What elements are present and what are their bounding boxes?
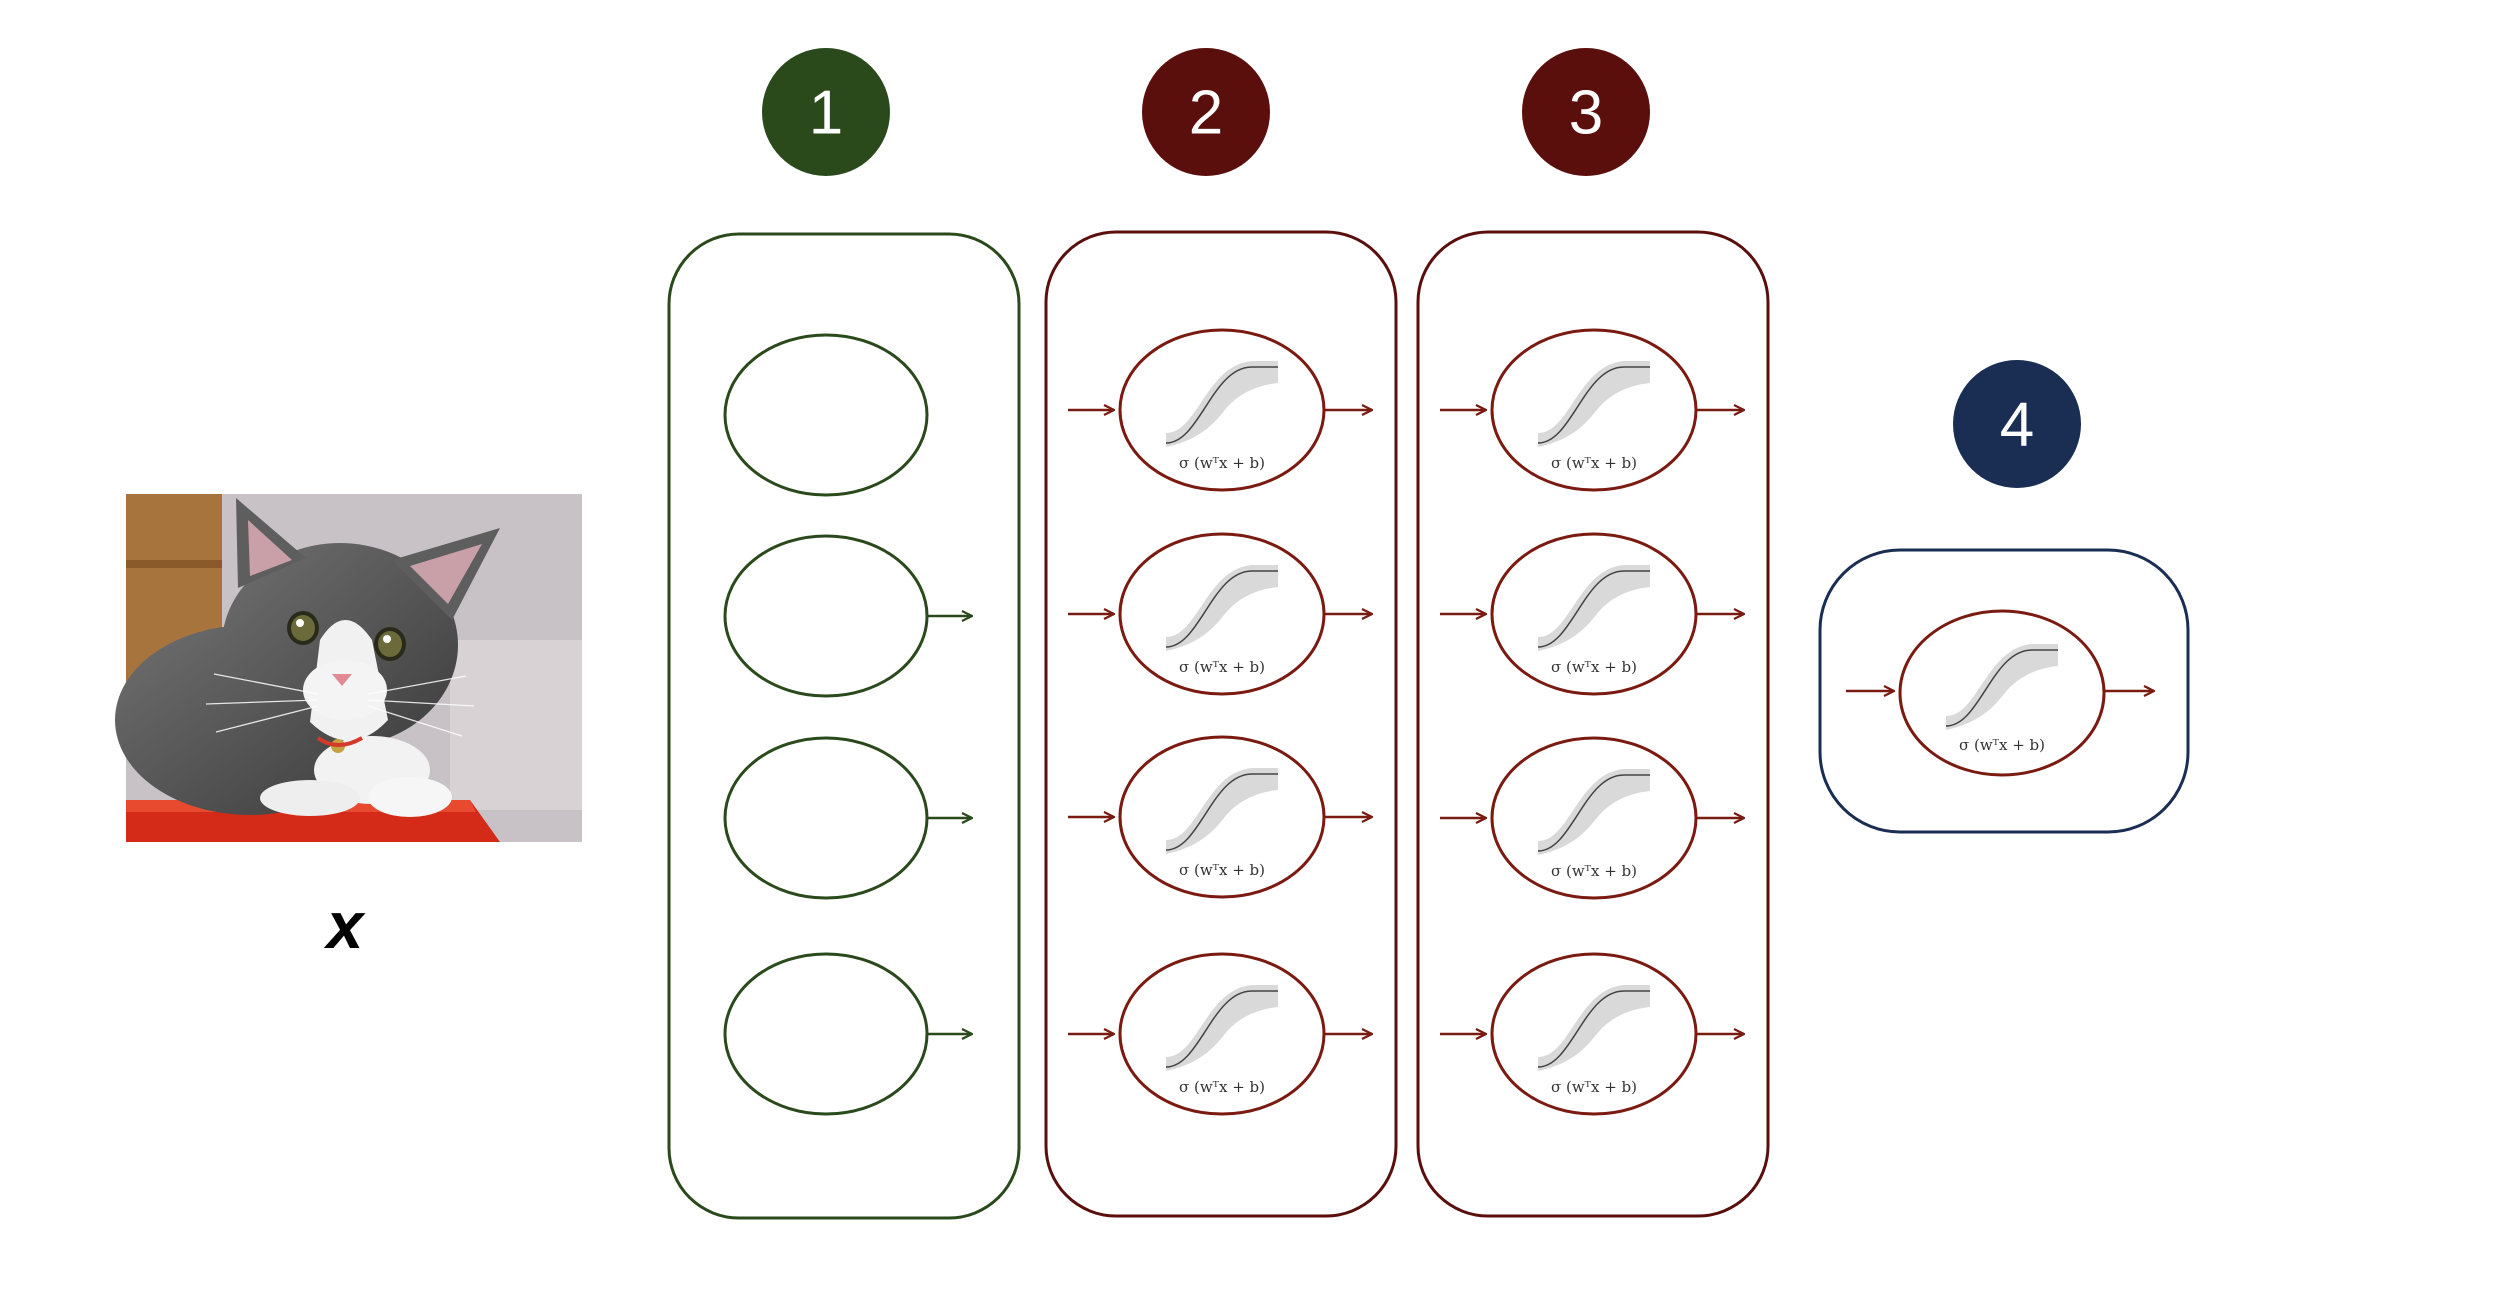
sigmoid-plot [1165,985,1278,1071]
layer-number-4: 4 [2000,391,2034,460]
sigmoid-plot [1537,985,1650,1071]
input-neuron [723,952,929,1116]
layer-2: 2 σ (wᵀx + b) σ (wᵀx + b) σ (wᵀx + b) [1044,48,1398,1218]
layer-number-3: 3 [1569,79,1603,148]
layer-badge-2 [1142,48,1270,176]
layer-badge-3 [1522,48,1650,176]
activation-formula: σ (wᵀx + b) [1551,658,1637,676]
layer-4: 4 σ (wᵀx + b) [1818,360,2190,834]
input-neuron [723,736,929,900]
layer-box-2 [1044,230,1398,1218]
layer-box-3 [1416,230,1770,1218]
sigmoid-plot [1537,769,1650,855]
activation-formula: σ (wᵀx + b) [1959,736,2045,754]
sigmoid-plot [1945,644,2058,730]
layer-badge-1 [762,48,890,176]
input-neuron [723,333,929,497]
activation-formula: σ (wᵀx + b) [1179,861,1265,879]
activation-formula: σ (wᵀx + b) [1551,862,1637,880]
sigmoid-plot [1165,361,1278,447]
sigmoid-plot [1537,361,1650,447]
activation-formula: σ (wᵀx + b) [1179,454,1265,472]
activation-formula: σ (wᵀx + b) [1179,658,1265,676]
activation-formula: σ (wᵀx + b) [1551,1078,1637,1096]
sigmoid-plot [1165,565,1278,651]
sigmoid-plot [1537,565,1650,651]
layer-number-2: 2 [1189,79,1223,148]
activation-formula: σ (wᵀx + b) [1551,454,1637,472]
activation-formula: σ (wᵀx + b) [1179,1078,1265,1096]
sigmoid-plot [1165,768,1278,854]
layer-box-4 [1818,548,2190,834]
layer-number-1: 1 [809,79,843,148]
input-label: x [324,888,366,962]
sigmoid-neuron [1898,609,2106,777]
layer-badge-4 [1953,360,2081,488]
layer-1: 1 [667,48,1021,1220]
kitten-photo [115,494,582,842]
layer-3: 3 σ (wᵀx + b) σ (wᵀx + b) σ (wᵀx + b) [1416,48,1770,1218]
input-neuron [723,534,929,698]
layer-box-1 [667,232,1021,1220]
